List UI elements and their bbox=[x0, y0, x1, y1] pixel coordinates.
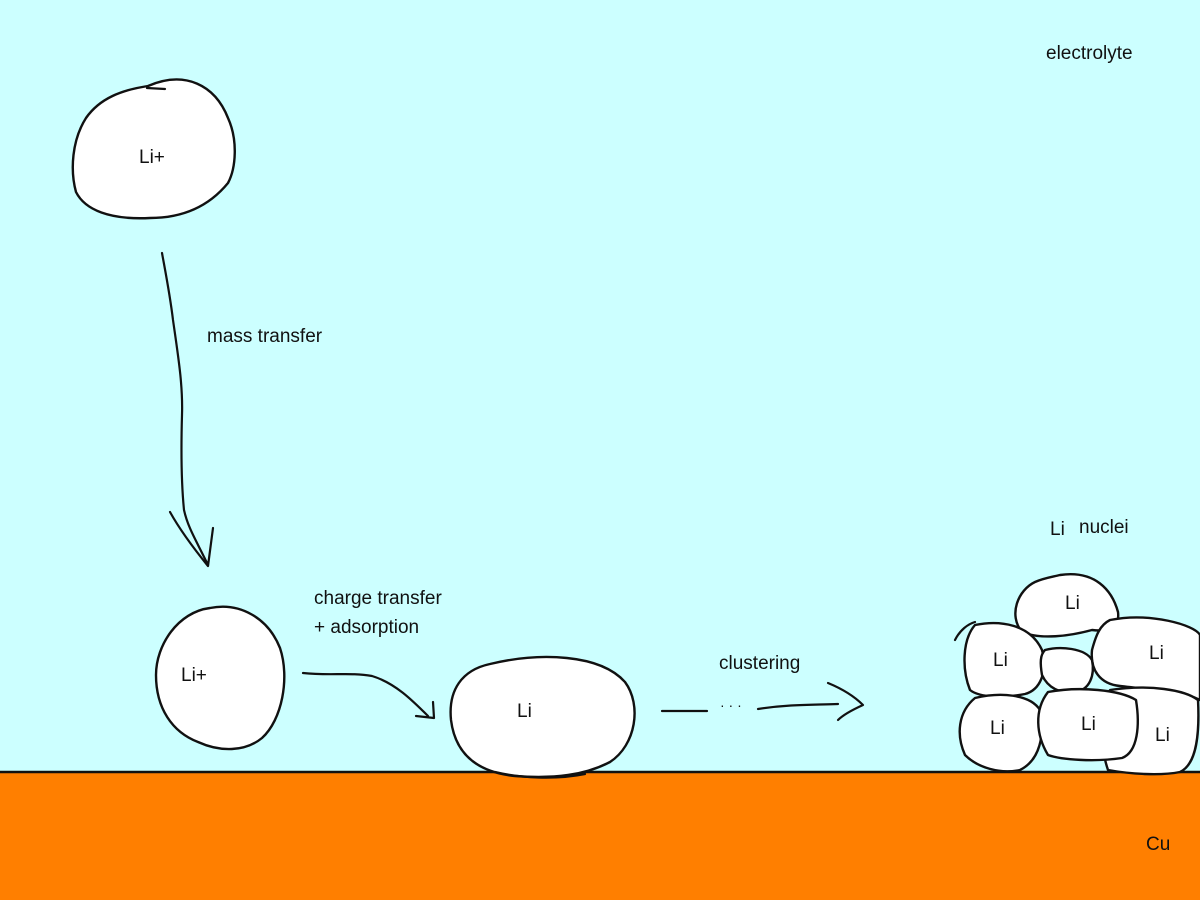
nuclei-prefix-label: Li bbox=[1050, 519, 1065, 540]
li-ion-top bbox=[71, 78, 236, 220]
charge-transfer-label: charge transfer bbox=[314, 588, 442, 609]
charge-transfer-arrow bbox=[301, 671, 430, 718]
mass-transfer-arrowhead bbox=[168, 510, 215, 568]
nucleus-atom-top bbox=[1014, 573, 1120, 638]
li-adsorbed-atom bbox=[449, 655, 636, 779]
mass-transfer-label: mass transfer bbox=[207, 326, 323, 347]
nucleus-atom-bottom-middle bbox=[1037, 687, 1139, 762]
ion-bottom-label: Li+ bbox=[181, 665, 207, 686]
nucleus-atom-label: Li bbox=[1149, 643, 1164, 664]
nucleus-atom-bottom-left bbox=[958, 693, 1043, 773]
adsorption-label: + adsorption bbox=[314, 617, 420, 638]
nucleus-atom-left bbox=[963, 621, 1046, 698]
ion-top-label: Li+ bbox=[139, 147, 165, 168]
clustering-arrowhead bbox=[826, 681, 865, 722]
li-adsorbed-contact bbox=[493, 770, 587, 779]
adsorbed-atom-label: Li bbox=[517, 701, 532, 722]
clustering-arrow bbox=[756, 702, 840, 711]
nucleus-atom-middle bbox=[1039, 646, 1094, 694]
nucleus-atom-label: Li bbox=[993, 650, 1008, 671]
li-nuclei-cluster bbox=[953, 573, 1200, 776]
li-ion-top-mark bbox=[145, 86, 167, 91]
nucleus-atom-label: Li bbox=[1065, 593, 1080, 614]
nuclei-label: nuclei bbox=[1079, 517, 1129, 538]
clustering-label: clustering bbox=[719, 653, 801, 674]
charge-transfer-arrowhead bbox=[414, 700, 436, 720]
copper-substrate bbox=[0, 772, 1200, 900]
nucleus-atom-label: Li bbox=[1155, 725, 1170, 746]
nucleus-atom-label: Li bbox=[990, 718, 1005, 739]
electrolyte-label: electrolyte bbox=[1046, 43, 1133, 64]
clustering-ellipsis: · · · bbox=[720, 697, 742, 713]
nucleus-atom-label: Li bbox=[1081, 714, 1096, 735]
copper-label: Cu bbox=[1146, 834, 1171, 855]
mass-transfer-arrow bbox=[160, 251, 210, 567]
li-ion-bottom bbox=[154, 605, 286, 751]
nucleus-outline-stroke bbox=[953, 620, 977, 642]
